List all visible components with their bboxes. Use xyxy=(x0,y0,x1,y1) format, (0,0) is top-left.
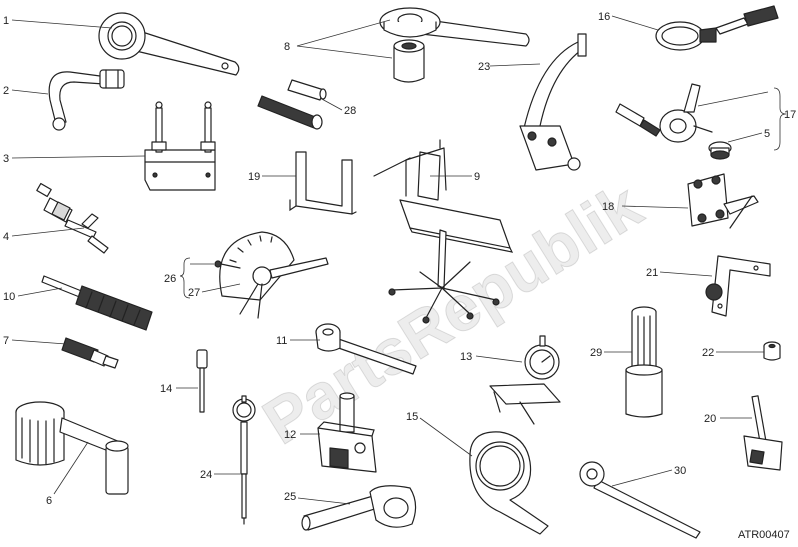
callout-9: 9 xyxy=(474,171,480,183)
leader-21 xyxy=(659,271,713,277)
diagram-code: ATR00407 xyxy=(738,529,790,541)
leader-17a xyxy=(697,91,769,107)
tool-9-engine-stand xyxy=(373,139,514,324)
callout-10: 10 xyxy=(3,291,15,303)
callout-11: 11 xyxy=(276,335,287,347)
callout-labels: 1 2 3 4 5 6 7 8 9 10 11 12 13 14 15 16 1… xyxy=(3,11,796,507)
callout-22: 22 xyxy=(702,347,714,359)
tool-8-socket-bar xyxy=(379,7,530,83)
callout-3: 3 xyxy=(3,153,9,165)
tool-22-small-bush xyxy=(763,341,781,361)
tool-10-rod-tool xyxy=(41,275,153,331)
callout-29: 29 xyxy=(590,347,602,359)
leader-28 xyxy=(319,97,343,111)
leader-8a xyxy=(296,19,391,47)
callout-20: 20 xyxy=(704,413,716,425)
tool-7-threaded-sleeve xyxy=(61,337,119,369)
callout-14: 14 xyxy=(160,383,172,395)
leader-6 xyxy=(53,441,89,495)
tool-5-adapter-nut xyxy=(708,141,732,160)
leader-lines xyxy=(11,15,787,505)
leader-16 xyxy=(611,15,659,31)
tool-28-pins xyxy=(257,79,327,130)
tool-30-pin-spanner-bar xyxy=(579,461,701,539)
tool-6-ring-crank-tool xyxy=(15,401,129,495)
tool-21-bracket-knob xyxy=(705,255,771,317)
leader-30 xyxy=(611,469,673,487)
tool-14-long-pin xyxy=(196,349,208,413)
tool-26-pointer xyxy=(214,260,241,269)
callout-6: 6 xyxy=(46,495,52,507)
tool-16-strap-wrench xyxy=(655,5,779,51)
callout-26: 26 xyxy=(164,273,176,285)
leader-7 xyxy=(11,339,67,345)
callout-24: 24 xyxy=(200,469,212,481)
callout-5: 5 xyxy=(764,128,770,140)
leader-17-brace xyxy=(773,87,787,151)
leader-8b xyxy=(296,45,393,59)
tool-4-t-handle-puller xyxy=(36,182,109,254)
callout-15: 15 xyxy=(406,411,418,423)
tool-1-ring-spanner xyxy=(98,12,240,76)
callout-28: 28 xyxy=(344,105,356,117)
tool-2-bent-pin xyxy=(48,69,125,131)
tool-20-locking-pin-tool xyxy=(743,395,783,471)
leader-2 xyxy=(11,89,49,95)
callout-30: 30 xyxy=(674,465,686,477)
tool-27-degree-wheel xyxy=(219,231,329,319)
leader-23 xyxy=(489,63,541,67)
callout-4: 4 xyxy=(3,231,9,243)
callout-27: 27 xyxy=(188,287,200,299)
callout-17: 17 xyxy=(784,109,796,121)
tool-17-crank-pin-tool xyxy=(615,83,713,143)
callout-18: 18 xyxy=(602,201,614,213)
tool-29-splined-sleeve xyxy=(625,306,663,418)
leader-27 xyxy=(201,283,241,293)
tool-23-arc-support xyxy=(519,33,587,171)
tool-11-socket-wrench xyxy=(315,323,417,375)
tool-19-fork-plate xyxy=(289,151,357,215)
tool-3-locking-bracket xyxy=(144,101,216,191)
callout-19: 19 xyxy=(248,171,260,183)
tool-18-pin-bracket xyxy=(687,173,759,229)
tool-25-socket-handle xyxy=(301,485,417,531)
callout-8: 8 xyxy=(284,41,290,53)
callout-7: 7 xyxy=(3,335,9,347)
leader-25 xyxy=(297,497,351,505)
callout-13: 13 xyxy=(460,351,472,363)
leader-15 xyxy=(419,417,473,457)
callout-16: 16 xyxy=(598,11,610,23)
leader-5 xyxy=(727,132,763,143)
callout-23: 23 xyxy=(478,61,490,73)
leader-13 xyxy=(475,355,523,363)
tool-13-dial-gauge-bracket xyxy=(489,335,561,425)
tool-12-piston-holder xyxy=(317,392,377,473)
callout-25: 25 xyxy=(284,491,296,503)
tool-15-pin-spanner xyxy=(469,431,549,535)
leader-18 xyxy=(621,205,689,209)
leader-10 xyxy=(17,287,63,297)
tool-24-long-dial-gauge xyxy=(232,395,256,525)
leader-4 xyxy=(11,227,85,237)
leader-26-brace xyxy=(179,257,191,299)
leader-3 xyxy=(11,155,146,159)
callout-2: 2 xyxy=(3,85,9,97)
leader-1 xyxy=(11,19,113,29)
callout-1: 1 xyxy=(3,15,9,27)
callout-12: 12 xyxy=(284,429,296,441)
callout-21: 21 xyxy=(646,267,658,279)
